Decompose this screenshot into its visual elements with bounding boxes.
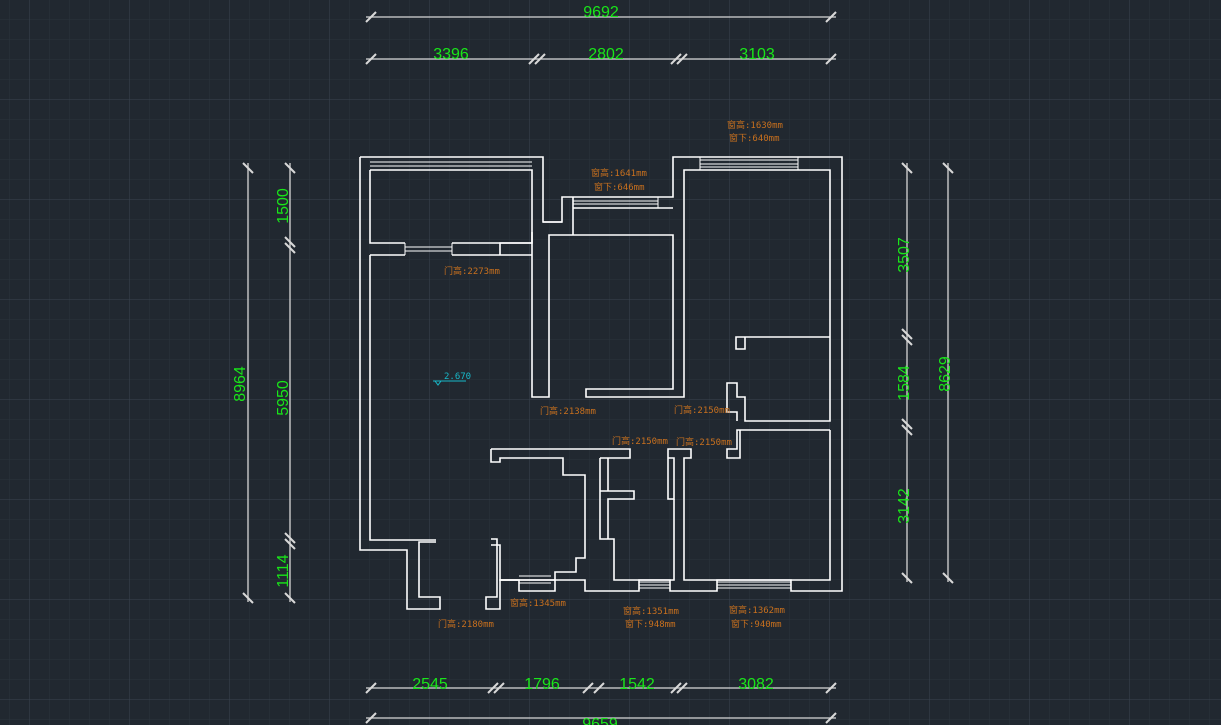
floor-plan-walls xyxy=(359,156,843,610)
dim-right-2: 1584 xyxy=(896,365,913,401)
dim-bottom-1: 2545 xyxy=(412,676,448,693)
dim-top-2: 2802 xyxy=(588,46,624,63)
window-sill-note: 窗下:940mm xyxy=(731,618,782,630)
dim-left-1: 1500 xyxy=(275,188,292,224)
door-height-note: 门高:2138mm xyxy=(540,405,596,417)
dim-bottom-2: 1796 xyxy=(524,676,560,693)
annotations: 窗高:1630mm 窗下:640mm 窗高:1641mm 窗下:646mm 门高… xyxy=(433,119,785,630)
dim-top-1: 3396 xyxy=(433,46,469,63)
door-height-note: 门高:2180mm xyxy=(438,618,494,630)
dim-left-3: 1114 xyxy=(275,554,292,587)
window-sill-note: 窗下:640mm xyxy=(729,132,780,144)
door-height-note: 门高:2150mm xyxy=(612,435,668,447)
dim-bottom-3: 1542 xyxy=(619,676,655,693)
dim-right-3: 3142 xyxy=(896,488,913,524)
floor-level-mark: 2.670 xyxy=(444,372,471,382)
window-height-note: 窗高:1345mm xyxy=(510,597,566,609)
window-sill-note: 窗下:646mm xyxy=(594,181,645,193)
window-height-note: 窗高:1641mm xyxy=(591,167,647,179)
dim-left-total: 8964 xyxy=(232,366,249,402)
dim-bottom-4: 3082 xyxy=(738,676,774,693)
level-symbol-icon xyxy=(433,380,466,386)
dim-right-total: 8629 xyxy=(937,356,954,392)
window-height-note: 窗高:1351mm xyxy=(623,605,679,617)
dim-top-total: 9692 xyxy=(583,4,619,21)
window-height-note: 窗高:1630mm xyxy=(727,119,783,131)
windows xyxy=(370,157,799,589)
window-sill-note: 窗下:948mm xyxy=(625,618,676,630)
door-height-note: 门高:2150mm xyxy=(676,436,732,448)
dim-bottom-total: 9659 xyxy=(582,716,618,725)
window-height-note: 窗高:1362mm xyxy=(729,604,785,616)
door-height-note: 门高:2150mm xyxy=(674,404,730,416)
dim-top-3: 3103 xyxy=(739,46,775,63)
dim-left-2: 5950 xyxy=(275,380,292,416)
dim-right-1: 3507 xyxy=(896,237,913,273)
door-height-note: 门高:2273mm xyxy=(444,265,500,277)
dimension-lines xyxy=(242,11,954,724)
